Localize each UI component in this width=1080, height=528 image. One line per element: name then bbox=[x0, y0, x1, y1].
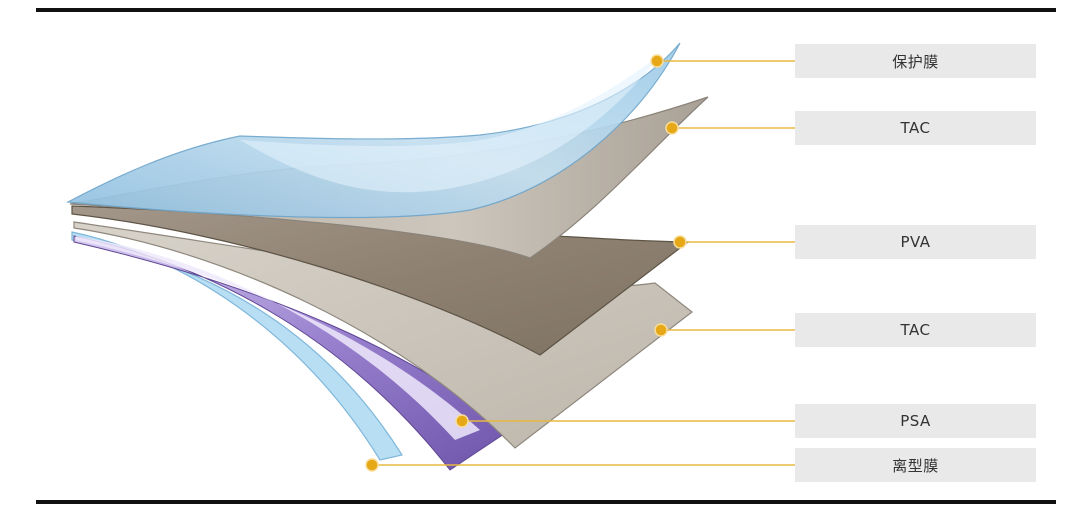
label-psa: PSA bbox=[795, 404, 1036, 438]
leader-dots bbox=[365, 54, 687, 472]
leader-dot-pva bbox=[673, 235, 687, 249]
leader-dot-psa bbox=[455, 414, 469, 428]
label-pva: PVA bbox=[795, 225, 1036, 259]
label-protective-film: 保护膜 bbox=[795, 44, 1036, 78]
protective-film-highlight bbox=[240, 55, 660, 193]
label-release-film: 离型膜 bbox=[795, 448, 1036, 482]
release-film-layer bbox=[71, 231, 403, 461]
psa-highlight bbox=[76, 236, 480, 440]
label-upper-tac: TAC bbox=[795, 111, 1036, 145]
leader-lines bbox=[372, 60, 795, 466]
leader-dot-protective-film bbox=[650, 54, 664, 68]
protective-film-layer bbox=[65, 42, 681, 219]
leader-dot-lower-tac bbox=[654, 323, 668, 337]
bottom-rule bbox=[36, 500, 1056, 504]
top-rule bbox=[36, 8, 1056, 12]
leader-dot-upper-tac bbox=[665, 121, 679, 135]
label-lower-tac: TAC bbox=[795, 313, 1036, 347]
leader-dot-release-film bbox=[365, 458, 379, 472]
